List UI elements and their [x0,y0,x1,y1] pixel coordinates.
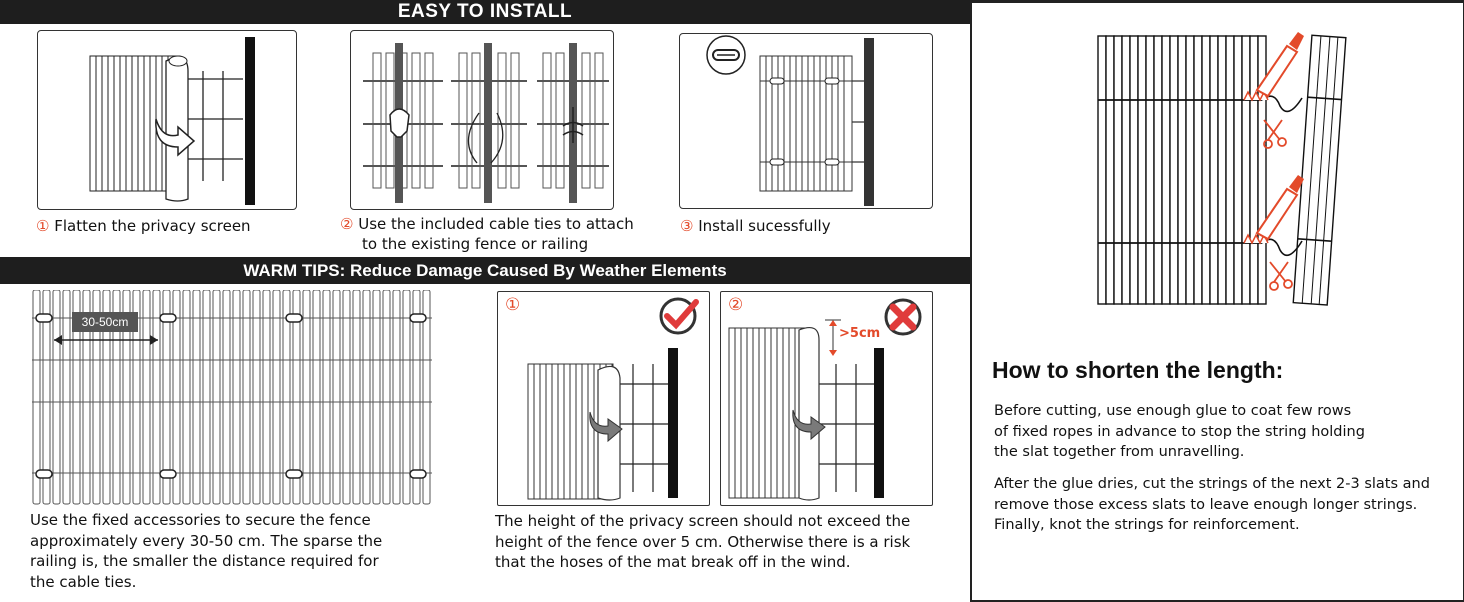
scissors-icon [1263,119,1293,291]
install-step2-caption: ② Use the included cable ties to attach … [340,215,634,253]
shorten-panel: How to shorten the length: Before cuttin… [970,0,1464,602]
install-step2-illustration [350,30,614,210]
shorten-title: How to shorten the length: [992,357,1284,383]
height-correct-illustration: ① [497,291,710,506]
wrong-number: ② [728,295,744,315]
spacing-tip-text: Use the fixed accessories to secure the … [30,511,383,591]
install-step1-illustration [37,30,297,210]
check-mark-icon [659,297,699,335]
spacing-label: 30-50cm [81,315,129,329]
install-step3-caption: ③ Install sucessfully [680,217,831,235]
install-header: EASY TO INSTALL [0,0,970,24]
glue-bottle-icon [1255,32,1304,241]
roll-screen-icon [89,37,255,205]
correct-number: ① [505,295,521,315]
height-tip-text: The height of the privacy screen should … [495,512,911,571]
height-wrong-illustration: ② >5cm [720,291,933,506]
cross-mark-icon [884,298,922,336]
shorten-para2: After the glue dries, cut the strings of… [994,476,1430,533]
cable-tie-icon [363,43,609,203]
fence-spacing-illustration: 30-50cm [32,289,432,506]
shorten-para1: Before cutting, use enough glue to coat … [994,403,1365,460]
install-step1-caption: ① Flatten the privacy screen [36,217,251,235]
shorten-illustration [1097,32,1347,306]
height-label: >5cm [839,326,881,341]
tips-header: WARM TIPS: Reduce Damage Caused By Weath… [0,257,970,284]
install-step3-illustration [679,33,933,209]
